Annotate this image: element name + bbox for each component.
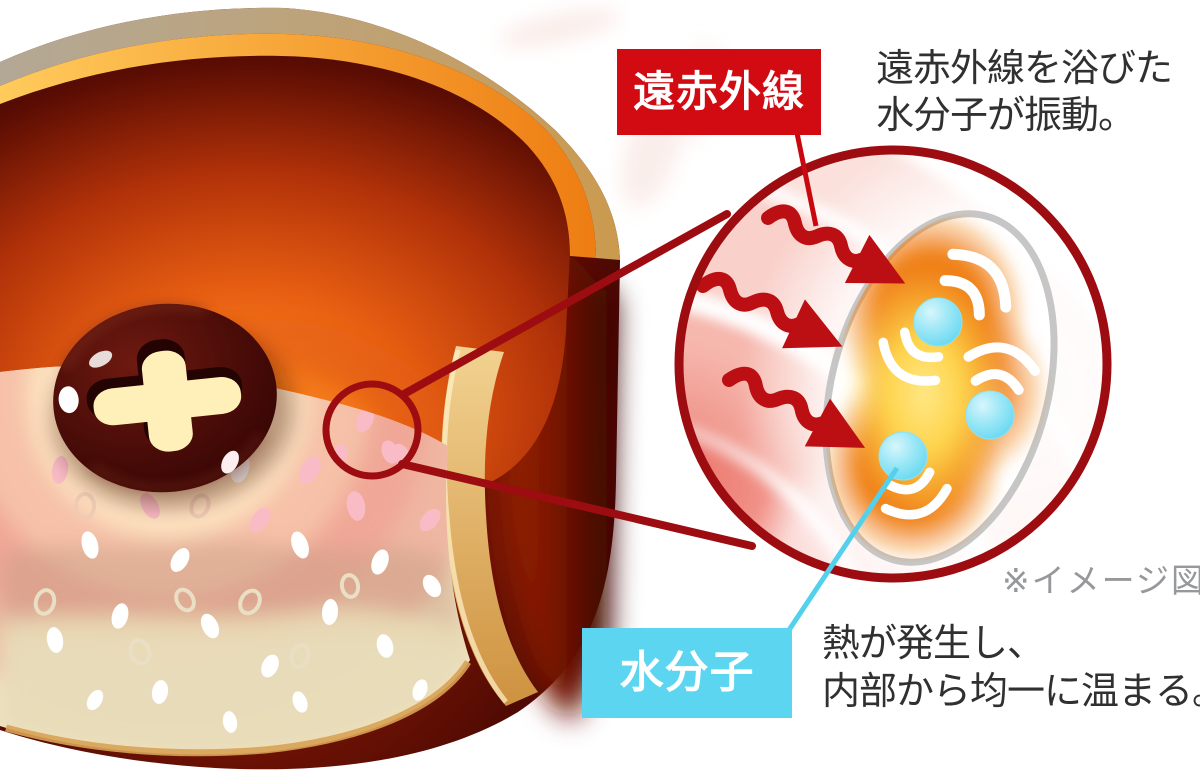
connector-line-top [400, 210, 731, 398]
connector-line-bottom [398, 460, 756, 550]
magnifier-circle [674, 145, 1112, 583]
inner-lid-knob [52, 301, 293, 509]
bottom-caption-line1: 熱が発生し、 [822, 623, 1045, 665]
top-caption: 遠赤外線を浴びた 水分子が振動。 [876, 46, 1173, 140]
water-molecule [878, 431, 928, 481]
bottom-caption: 熱が発生し、 内部から均一に温まる。 [822, 620, 1200, 716]
water-molecule-leader-line [786, 466, 900, 632]
bottom-caption-line2: 内部から均一に温まる。 [822, 671, 1200, 713]
top-caption-line2: 水分子が振動。 [876, 95, 1136, 137]
pot-cross-section [0, 7, 728, 770]
rice-bottom-edge [5, 660, 471, 757]
water-molecule [913, 297, 963, 347]
callout-connectors [322, 210, 756, 550]
far-infrared-leader-line [794, 132, 819, 227]
far-infrared-label: 遠赤外線 [617, 49, 821, 135]
water-molecules [878, 297, 1015, 481]
image-disclaimer-note: ※イメージ図 [1002, 562, 1200, 599]
water-molecule-label: 水分子 [582, 628, 792, 718]
callout-small-circle [322, 380, 422, 480]
cut-edge-highlight [441, 349, 508, 704]
water-molecule [965, 390, 1015, 440]
pot-inner-lip-glow [0, 33, 596, 258]
top-caption-line1: 遠赤外線を浴びた [876, 48, 1173, 90]
pot-rim [0, 7, 620, 260]
